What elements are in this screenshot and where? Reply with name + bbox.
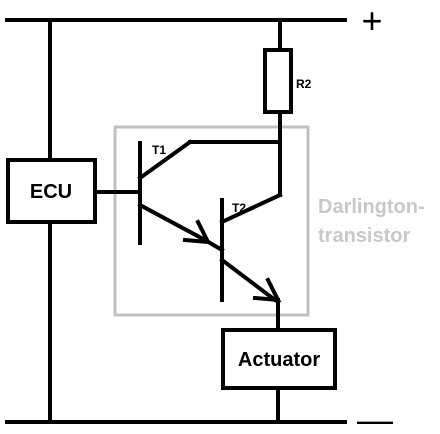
darlington-box [113,125,310,317]
darlington-label-line1: Darlington- [318,196,425,218]
r2-resistor [263,48,293,114]
actuator-label: Actuator [238,349,320,371]
minus-sign: — [357,399,393,434]
ecu-label: ECU [30,181,72,203]
t1-emitter [137,202,208,243]
t2-emitter [219,257,278,303]
collector-to-t2-wire [219,192,283,225]
r2-label: R2 [296,77,312,91]
plus-sign: + [361,0,382,41]
darlington-label-line2: transistor [318,225,410,247]
t1-label: T1 [152,143,166,157]
t2-label: T2 [232,201,246,215]
t1-collector [137,139,193,181]
t1-to-t2-wire [202,237,225,253]
